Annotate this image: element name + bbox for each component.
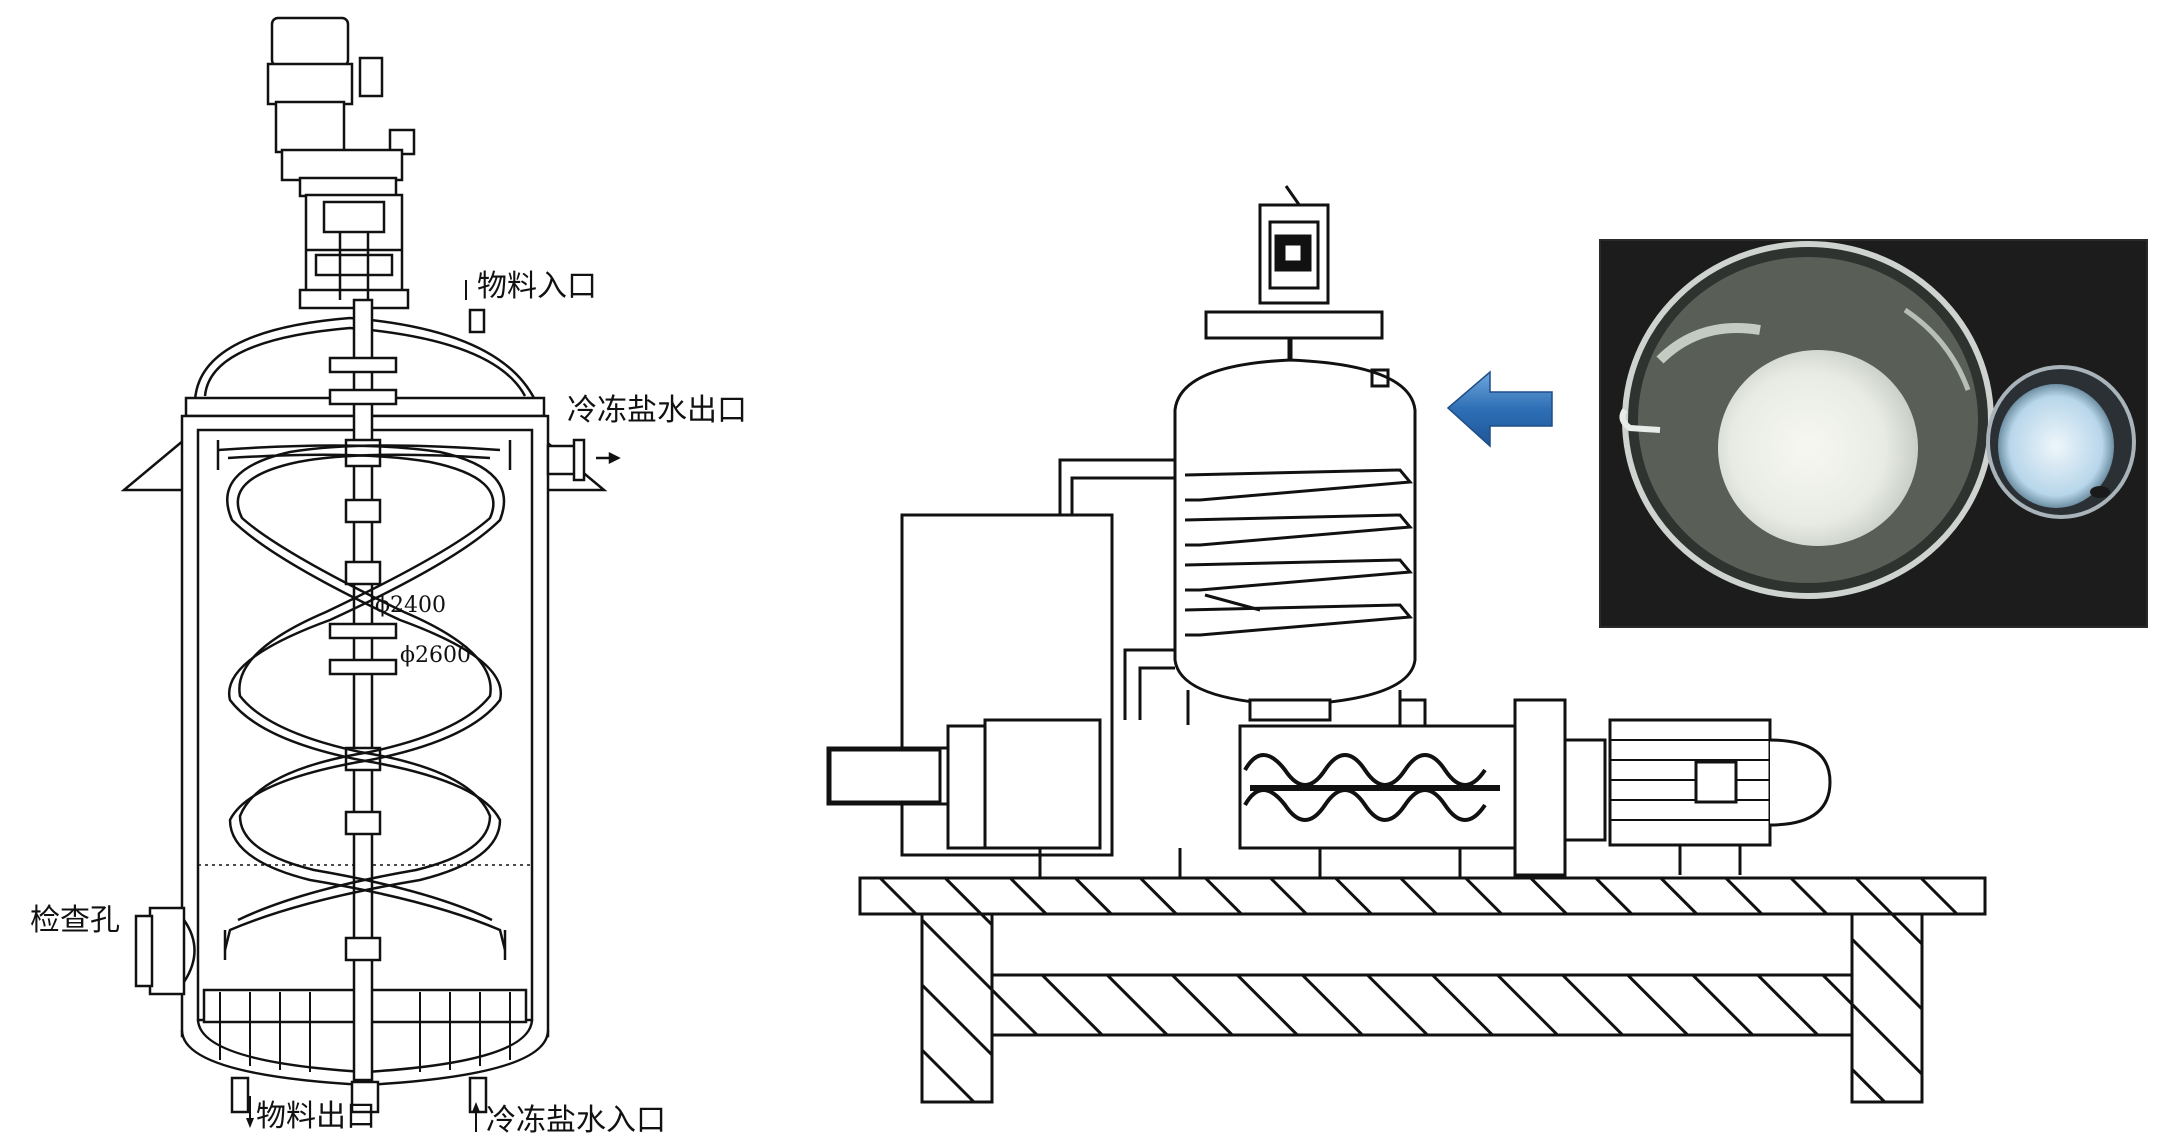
label-material-inlet: 物料入口 (477, 269, 597, 304)
crystallizer-drawing (826, 185, 1832, 878)
reactor-drawing (120, 16, 621, 1114)
label-brine-outlet: 冷冻盐水出口 (567, 393, 747, 428)
motor-icon (266, 16, 416, 198)
label-material-outlet: 物料出口 (256, 1099, 376, 1134)
label-brine-inlet: 冷冻盐水入口 (486, 1103, 666, 1138)
top-motor-icon (1258, 185, 1330, 305)
label-inspection-hole: 检查孔 (30, 903, 120, 938)
screw-conveyor-icon (1243, 753, 1500, 822)
drive-motor-icon (1608, 718, 1832, 875)
dimension-outer-diameter: ϕ2600 (400, 643, 471, 668)
beaker-photo-icon (1599, 239, 2148, 628)
arrow-left-icon (1446, 370, 1553, 448)
support-table (858, 876, 1987, 1104)
reactor-labels: 物料入口 冷冻盐水出口 ϕ2400 ϕ2600 检查孔 物料出口 冷冻盐水入口 (30, 269, 747, 1138)
dimension-inner-diameter: ϕ2400 (375, 593, 446, 618)
drive-stand (298, 193, 410, 310)
